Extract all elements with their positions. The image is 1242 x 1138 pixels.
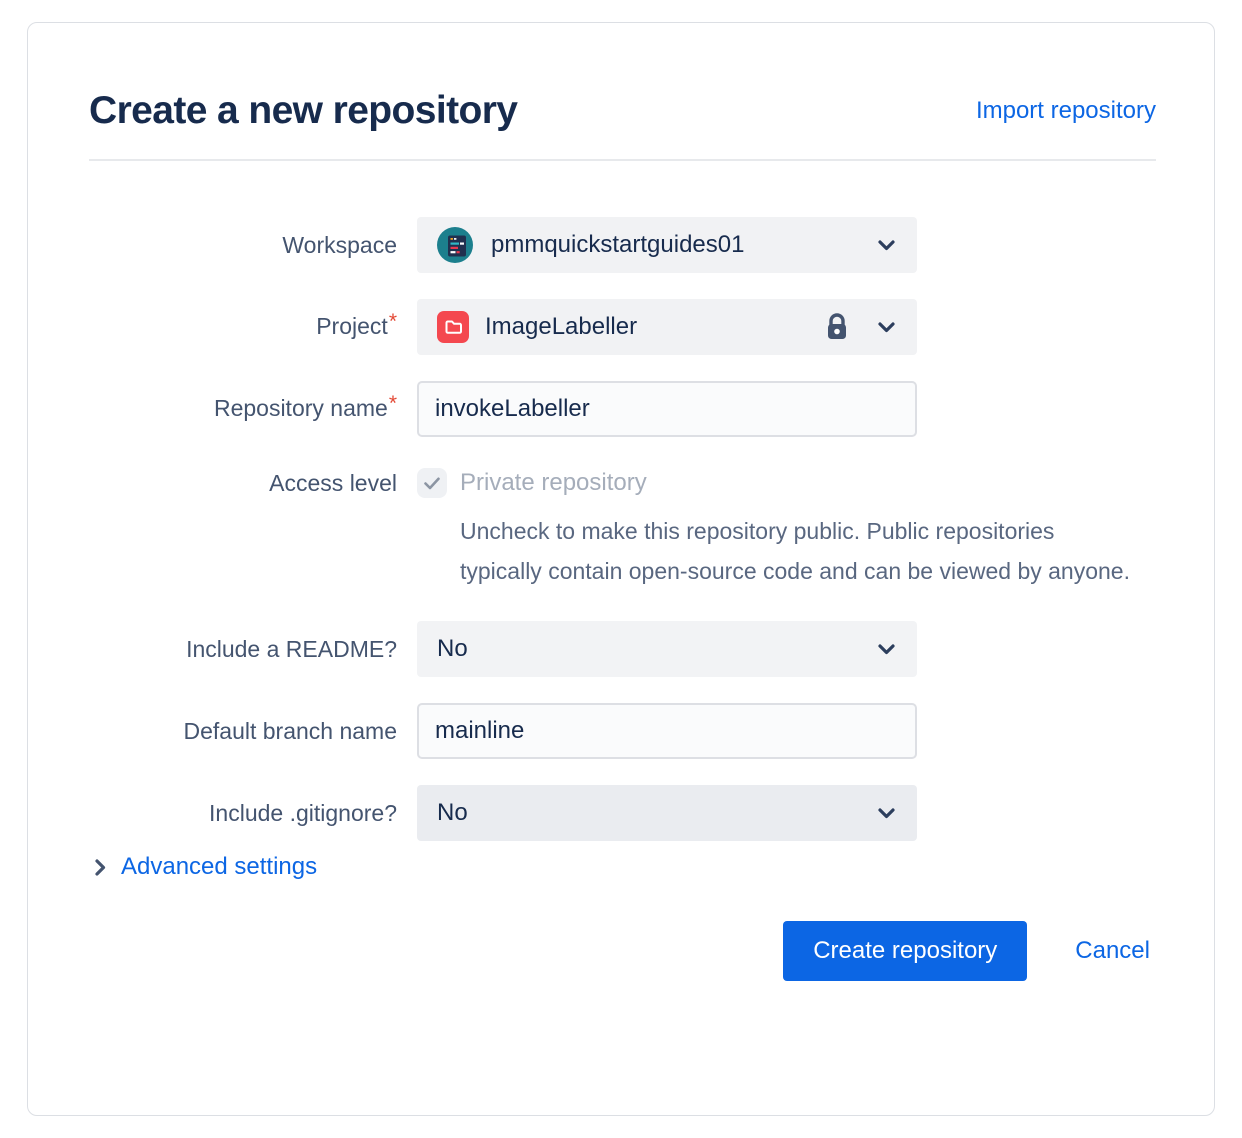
workspace-select[interactable]: pmmquickstartguides01 — [417, 217, 917, 273]
lock-icon — [824, 311, 850, 343]
check-icon — [424, 477, 440, 489]
repository-name-row: Repository name* — [89, 381, 1156, 437]
private-repository-checkbox[interactable] — [417, 468, 447, 498]
chevron-down-icon — [878, 321, 895, 333]
default-branch-row: Default branch name — [89, 703, 1156, 759]
project-row: Project* ImageLabeller — [89, 299, 1156, 355]
access-level-group: Private repository Uncheck to make this … — [417, 463, 1130, 593]
include-gitignore-label: Include .gitignore? — [209, 800, 397, 826]
required-asterisk: * — [388, 310, 397, 333]
include-gitignore-value: No — [437, 799, 468, 826]
default-branch-label: Default branch name — [183, 718, 397, 744]
project-select[interactable]: ImageLabeller — [417, 299, 917, 355]
project-label: Project* — [316, 310, 397, 339]
include-readme-select[interactable]: No — [417, 621, 917, 677]
include-gitignore-row: Include .gitignore? No — [89, 785, 1156, 841]
chevron-down-icon — [878, 643, 895, 655]
project-value: ImageLabeller — [485, 313, 638, 340]
form-footer: Create repository Cancel — [89, 921, 1156, 981]
advanced-settings-label: Advanced settings — [121, 853, 318, 880]
header-divider — [89, 159, 1156, 161]
repository-name-input[interactable] — [417, 381, 917, 437]
chevron-down-icon — [878, 807, 895, 819]
access-level-help-text: Uncheck to make this repository public. … — [460, 518, 1130, 584]
access-level-label: Access level — [269, 470, 397, 496]
include-readme-value: No — [437, 635, 468, 662]
workspace-label: Workspace — [282, 232, 397, 258]
workspace-value: pmmquickstartguides01 — [491, 231, 745, 258]
include-readme-row: Include a README? No — [89, 621, 1156, 677]
create-repository-button[interactable]: Create repository — [783, 921, 1028, 981]
create-repository-form: Workspace pmmquickstartguides01 — [89, 217, 1156, 981]
repository-name-label: Repository name* — [213, 392, 397, 421]
include-gitignore-select[interactable]: No — [417, 785, 917, 841]
access-level-row: Access level Private repository Uncheck … — [89, 463, 1156, 593]
default-branch-input[interactable] — [417, 703, 917, 759]
cancel-button[interactable]: Cancel — [1069, 936, 1156, 966]
import-repository-link[interactable]: Import repository — [975, 97, 1156, 124]
required-asterisk: * — [388, 392, 397, 415]
create-repository-card: Create a new repository Import repositor… — [27, 22, 1215, 1116]
workspace-row: Workspace pmmquickstartguides01 — [89, 217, 1156, 273]
advanced-settings-toggle[interactable]: Advanced settings — [95, 853, 317, 881]
chevron-right-icon — [95, 858, 106, 876]
workspace-avatar-icon — [437, 227, 473, 263]
include-readme-label: Include a README? — [186, 636, 397, 662]
red-folder-icon — [437, 311, 469, 343]
private-repository-option: Private repository — [417, 463, 917, 503]
chevron-down-icon — [878, 239, 895, 251]
card-header: Create a new repository Import repositor… — [89, 89, 1156, 133]
page-title: Create a new repository — [89, 89, 518, 132]
private-repository-label: Private repository — [460, 469, 647, 496]
